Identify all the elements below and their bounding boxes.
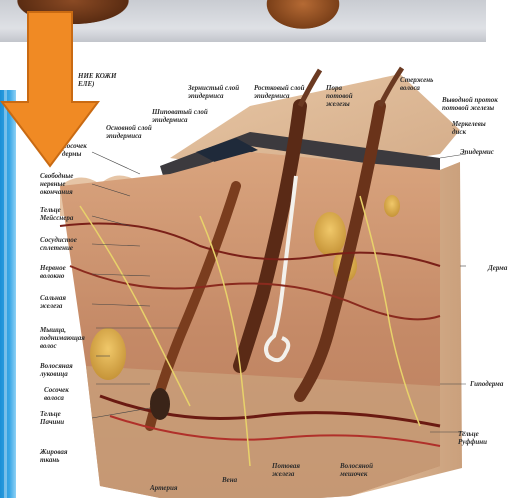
label-zhirovaya: Жировая ткань <box>40 448 68 464</box>
label-zernisty: Зернистый слой эпидермиса <box>188 84 239 100</box>
label-ruffini: Тельце Руффини <box>458 430 487 446</box>
label-rostkovy: Ростковый слой эпидермиса <box>254 84 305 100</box>
label-nervnoe: Нервное волокно <box>40 264 66 280</box>
label-merkel-disk: Меркелевы диск <box>452 120 486 136</box>
label-gipoderma: Гиподерма <box>470 380 503 388</box>
label-svobodnye: Свободные нервные окончания <box>40 172 73 196</box>
hypodermis-region <box>86 366 440 498</box>
label-vyvodnoy: Выводной проток потовой железы <box>442 96 498 112</box>
pacinian-corpuscle <box>150 388 170 420</box>
label-osnovnoy: Основной слой эпидермиса <box>106 124 152 140</box>
label-epidermis: Эпидермис <box>460 148 494 156</box>
label-salnaya: Сальная железа <box>40 294 66 310</box>
label-vena: Вена <box>222 476 237 484</box>
label-pachini: Тельце Пачини <box>40 410 64 426</box>
label-sosudistoe: Сосудистое сплетение <box>40 236 77 252</box>
label-meshochek: Волосяной мешочек <box>340 462 373 478</box>
label-sosochek-volosa: Сосочек волоса <box>44 386 69 402</box>
label-derma: Дерма <box>488 264 507 272</box>
merkel-disk-body <box>384 195 400 217</box>
label-shipovaty: Шиповатый слой эпидермиса <box>152 108 208 124</box>
sweat-gland-lobule <box>314 212 346 256</box>
label-arteriya: Артерия <box>150 484 178 492</box>
label-sterzhen: Стержень волоса <box>400 76 433 92</box>
label-meissner: Тельце Мейсснера <box>40 206 73 222</box>
label-lukovitsa: Волосяная луковица <box>40 362 73 378</box>
down-arrow-icon <box>0 10 100 170</box>
label-myshtsa: Мышца, поднимающая волос <box>40 326 85 350</box>
label-pora: Пора потовой железы <box>326 84 353 108</box>
fat-lobule <box>90 328 126 380</box>
label-potovaya: Потовая железа <box>272 462 300 478</box>
